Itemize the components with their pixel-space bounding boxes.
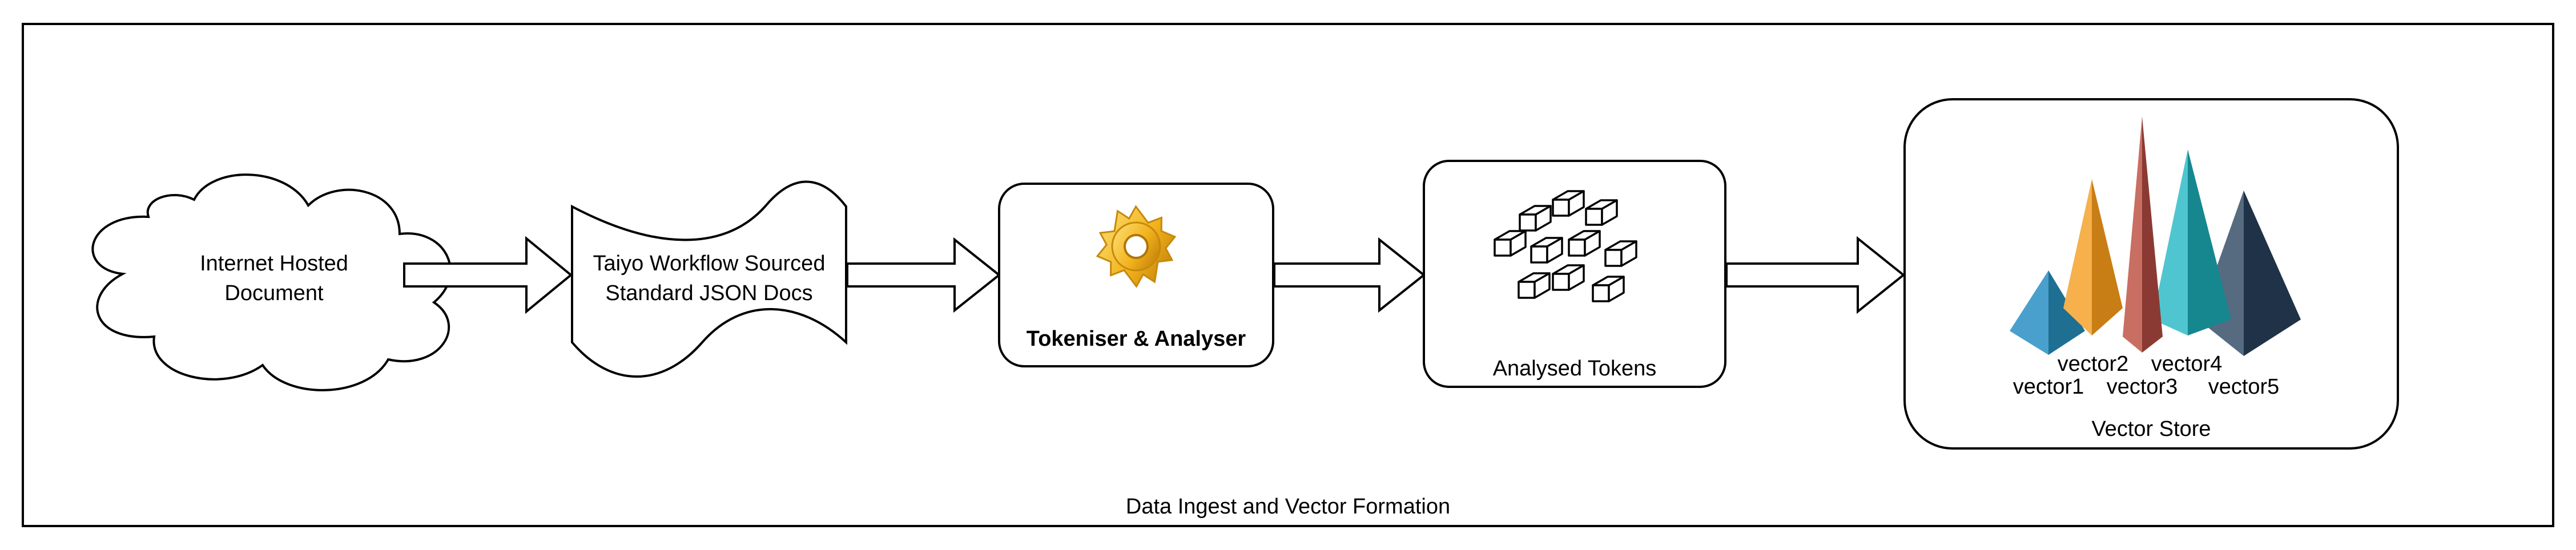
cloud-label-line2: Document [224,281,324,305]
json-docs-shape[interactable]: Taiyo Workflow Sourced Standard JSON Doc… [571,180,847,378]
gear-icon [1096,205,1177,288]
vector-store-label: Vector Store [2091,417,2211,441]
arrow-docs-to-tokeniser [846,237,1001,313]
token-cube [1568,230,1601,257]
tokeniser-label: Tokeniser & Analyser [1027,327,1246,351]
vector4-pyramid [2152,149,2231,335]
vector4-label: vector4 [2151,352,2223,376]
arrow-tokeniser-to-tokens [1273,237,1426,313]
vector2-label: vector2 [2058,352,2129,376]
token-cube [1604,240,1637,267]
analysed-tokens-box[interactable]: Analysed Tokens [1423,160,1726,388]
vector5-label: vector5 [2208,375,2280,399]
docs-label-line1: Taiyo Workflow Sourced [593,252,826,276]
pyramids-icon [2010,116,2301,356]
token-cube [1592,276,1625,302]
cloud-label-line1: Internet Hosted [200,252,348,276]
tokeniser-analyser-box[interactable]: Tokeniser & Analyser [998,183,1274,367]
token-cube [1519,205,1552,232]
tokens-label: Analysed Tokens [1493,357,1657,381]
vector-store-box[interactable]: vector2 vector4 vector1 vector3 vector5 … [1903,98,2399,450]
internet-document-cloud[interactable]: Internet Hosted Document [91,173,452,391]
arrow-tokens-to-vector-store [1725,236,1906,314]
docs-label-line2: Standard JSON Docs [605,281,812,305]
diagram-caption: Data Ingest and Vector Formation [1126,495,1450,519]
vector1-pyramid [2010,270,2085,355]
diagram-frame [22,23,2554,527]
token-cube [1552,190,1585,217]
vector3-label: vector3 [2107,375,2178,399]
docs-wavy-shape [571,180,847,378]
token-cube [1585,199,1618,226]
cubes-icon [1494,190,1637,302]
token-cube [1518,272,1551,299]
vector3-pyramid [2123,116,2163,353]
vector1-label: vector1 [2013,375,2084,399]
vector2-pyramid [2063,179,2123,335]
cloud-shape [91,173,452,391]
token-cube [1552,264,1585,291]
token-cube [1530,237,1563,264]
arrow-cloud-to-docs [403,236,573,314]
token-cube [1494,230,1527,257]
